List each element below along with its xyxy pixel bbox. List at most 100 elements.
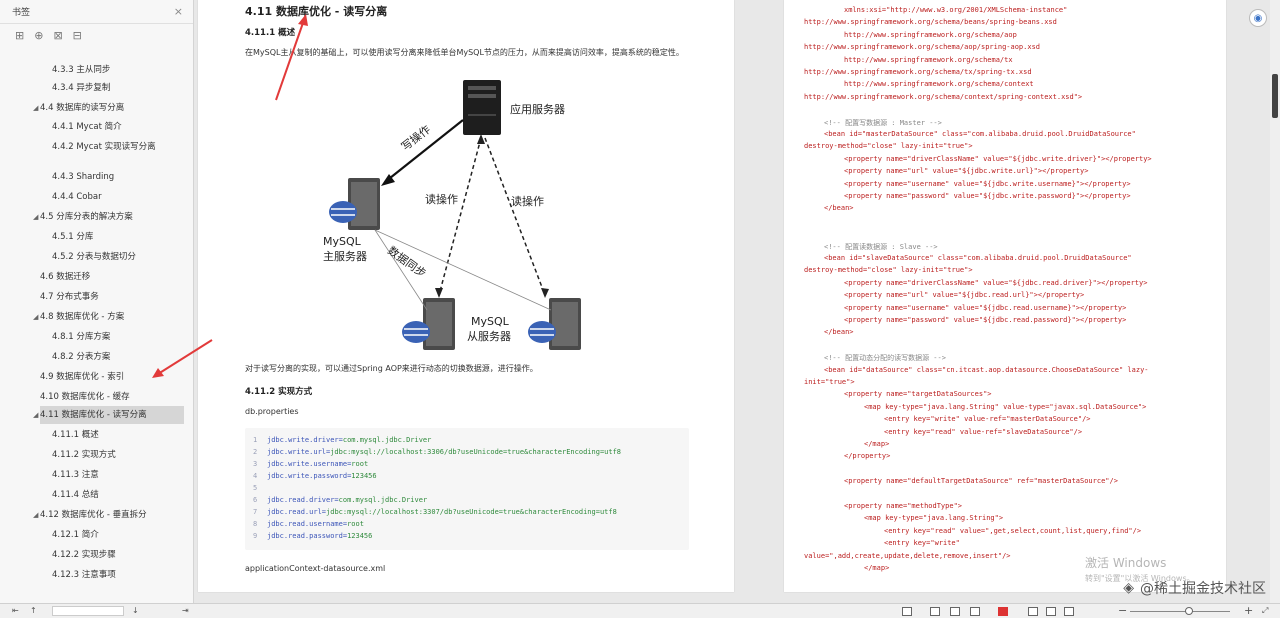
expand-caret-icon[interactable]: ◢	[33, 411, 39, 419]
xml-line: <map key-type="java.lang.String">	[864, 514, 1004, 523]
zoom-out-button[interactable]: −	[1118, 604, 1128, 617]
sidebar-item[interactable]: 4.11.2 实现方式	[0, 449, 194, 467]
code-line-number: 2	[253, 448, 258, 456]
sidebar-item[interactable]: 4.3.3 主从同步	[0, 64, 194, 82]
zoom-slider[interactable]	[1130, 611, 1230, 612]
collapse-all-icon[interactable]: ⊟	[72, 28, 82, 42]
xml-line: <map key-type="java.lang.String" value-t…	[864, 402, 1147, 411]
book-view-icon[interactable]	[970, 607, 980, 616]
record-icon[interactable]	[998, 607, 1008, 616]
xml-line: xmlns:xsi="http://www.w3.org/2001/XMLSch…	[844, 6, 1068, 14]
sidebar-item[interactable]: 4.6 数据迁移	[0, 271, 194, 289]
sidebar-item[interactable]: 4.3.4 异步复制	[0, 82, 194, 100]
sidebar-item[interactable]: 4.4.4 Cobar	[0, 191, 194, 209]
single-page-view-icon[interactable]	[902, 607, 912, 616]
zoom-slider-knob[interactable]	[1185, 607, 1193, 615]
close-icon[interactable]: ×	[173, 5, 183, 18]
sidebar-item[interactable]: ◢4.4 数据库的读写分离	[0, 102, 194, 120]
read-op-label-1: 读操作	[425, 192, 458, 206]
document-viewport[interactable]: 4.11 数据库优化 - 读写分离 4.11.1 概述 在MySQL主从复制的基…	[194, 0, 1280, 603]
xml-line: <bean id="slaveDataSource" class="com.al…	[824, 254, 1132, 262]
expand-all-icon[interactable]: ⊞	[15, 28, 25, 42]
read-op-label-2: 读操作	[511, 194, 544, 208]
prev-page-icon[interactable]: ↑	[30, 606, 37, 615]
assistant-icon[interactable]: ◉	[1249, 9, 1267, 27]
sidebar-item[interactable]: 4.11.3 注意	[0, 469, 194, 487]
sidebar-item-label: 4.5 分库分表的解决方案	[40, 212, 133, 222]
code-key: jdbc.read.username=	[267, 520, 348, 528]
expand-caret-icon[interactable]: ◢	[33, 213, 39, 221]
sidebar-item[interactable]: 4.10 数据库优化 - 缓存	[0, 391, 194, 409]
xml-line: <property name="driverClassName" value="…	[844, 154, 1152, 163]
xml-line: <entry key="read" value=",get,select,cou…	[884, 526, 1142, 535]
xml-line: <property name="driverClassName" value="…	[844, 278, 1148, 287]
code-line-number: 4	[253, 472, 258, 480]
delete-bookmark-icon[interactable]: ⊠	[53, 28, 63, 42]
continuous-view-icon[interactable]	[930, 607, 940, 616]
sidebar-item[interactable]: ◢4.12 数据库优化 - 垂直拆分	[0, 509, 194, 527]
code-value: 123456	[347, 532, 373, 540]
sidebar-item[interactable]: 4.8.2 分表方案	[0, 351, 194, 369]
subsection-title-overview: 4.11.1 概述	[245, 28, 296, 38]
sync-line-2	[374, 229, 552, 311]
sidebar-item[interactable]: 4.5.2 分表与数据切分	[0, 251, 194, 269]
expand-caret-icon[interactable]: ◢	[33, 104, 39, 112]
sidebar-item-label: 4.5.1 分库	[52, 232, 94, 242]
active-item-highlight	[40, 406, 184, 424]
xml-line: <property name="username" value="${jdbc.…	[844, 303, 1127, 312]
fit-page-icon[interactable]: ⤢	[1262, 606, 1269, 615]
xml-line: <!-- 配置读数据源 : Slave -->	[824, 242, 938, 251]
code-value: root	[347, 520, 364, 528]
sidebar-item[interactable]: ◢4.11 数据库优化 - 读写分离	[0, 406, 194, 427]
juejin-watermark-text: @稀土掘金技术社区	[1140, 581, 1266, 597]
xml-line: http://www.springframework.org/schema/tx	[844, 55, 1013, 64]
sidebar-item[interactable]: 4.11.4 总结	[0, 489, 194, 507]
sidebar-item[interactable]: 4.5.1 分库	[0, 231, 194, 249]
add-bookmark-icon[interactable]: ⊕	[34, 28, 44, 42]
code-value: jdbc:mysql://localhost:3307/db?useUnicod…	[326, 508, 617, 516]
page-number-input[interactable]	[52, 606, 124, 616]
fullscreen-view-icon[interactable]	[1064, 607, 1074, 616]
sidebar-item[interactable]: 4.12.2 实现步骤	[0, 549, 194, 567]
zoom-in-button[interactable]: +	[1244, 604, 1254, 617]
scroll-view-icon[interactable]	[1046, 607, 1056, 616]
write-arrow	[384, 119, 464, 183]
sidebar-item-label: 4.6 数据迁移	[40, 272, 91, 282]
sidebar-title: 书签	[12, 8, 31, 18]
sidebar-item-label: 4.8.1 分库方案	[52, 332, 111, 342]
read-write-split-diagram: 应用服务器 MySQL 主服务器	[323, 80, 581, 350]
xml-line: <entry key="write" value-ref="masterData…	[884, 415, 1091, 424]
slave-server-icon-2	[528, 298, 581, 350]
next-page-icon[interactable]: ↓	[132, 606, 139, 615]
two-page-view-icon[interactable]	[950, 607, 960, 616]
sidebar-item[interactable]: 4.4.3 Sharding	[0, 171, 194, 189]
code-value: root	[351, 460, 369, 468]
sidebar-item[interactable]: 4.4.2 Mycat 实现读写分离	[0, 141, 194, 159]
expand-caret-icon[interactable]: ◢	[33, 511, 39, 519]
sidebar-item[interactable]: 4.8.1 分库方案	[0, 331, 194, 349]
sidebar-item[interactable]: ◢4.5 分库分表的解决方案	[0, 211, 194, 229]
sidebar-item-label: 4.11.3 注意	[52, 470, 99, 480]
sidebar-item[interactable]: ◢4.8 数据库优化 - 方案	[0, 311, 194, 329]
expand-caret-icon[interactable]: ◢	[33, 313, 39, 321]
sidebar-item[interactable]: 4.12.3 注意事项	[0, 569, 194, 587]
sidebar-item[interactable]: 4.9 数据库优化 - 索引	[0, 371, 194, 389]
xml-line: <entry key="read" value-ref="slaveDataSo…	[884, 427, 1083, 436]
first-page-icon[interactable]: ⇤	[12, 606, 19, 615]
sidebar-item[interactable]: 4.4.1 Mycat 简介	[0, 121, 194, 139]
sidebar-item[interactable]: 4.7 分布式事务	[0, 291, 194, 309]
vertical-scrollbar[interactable]	[1270, 0, 1280, 603]
sidebar-item[interactable]: 4.11.1 概述	[0, 429, 194, 447]
xml-line: <bean id="dataSource" class="cn.itcast.a…	[824, 365, 1149, 374]
grid-view-icon[interactable]	[1028, 607, 1038, 616]
sidebar-item-label: 4.4.4 Cobar	[52, 192, 102, 202]
last-page-icon[interactable]: ⇥	[182, 606, 189, 615]
scrollbar-thumb[interactable]	[1272, 74, 1278, 118]
xml-line: destroy-method="close" lazy-init="true">	[804, 266, 973, 275]
sidebar-item-label: 4.11.4 总结	[52, 490, 99, 500]
sidebar-item[interactable]: 4.12.1 简介	[0, 529, 194, 547]
code-line-number: 1	[253, 436, 258, 444]
windows-activation-line-2: 转到"设置"以激活 Windows。	[1085, 574, 1195, 583]
